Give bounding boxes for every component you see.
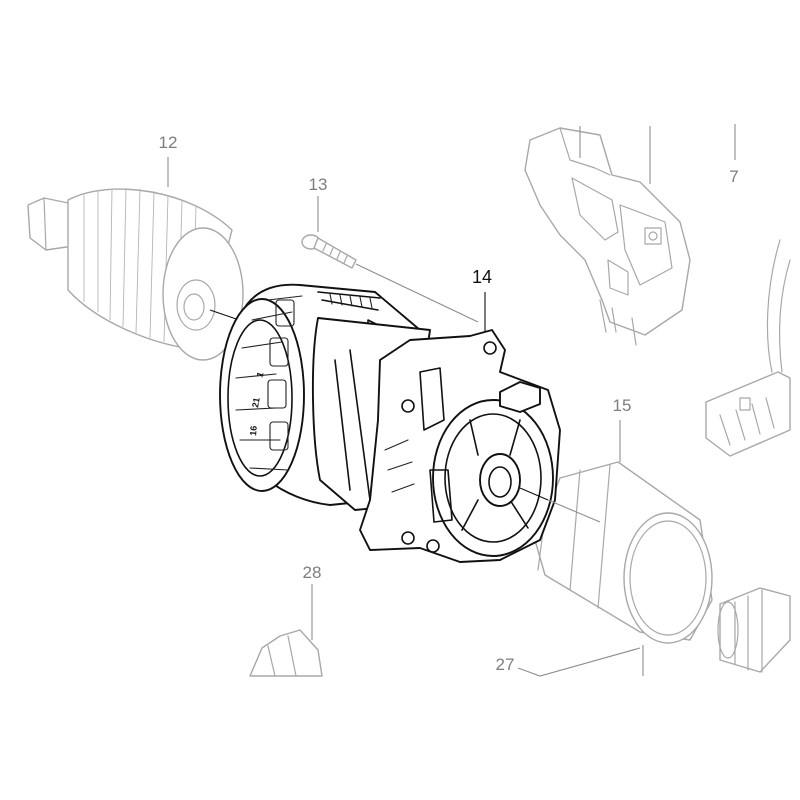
part-27-label: 27 — [496, 655, 515, 674]
clutch-scale-1: 1 — [254, 371, 265, 379]
part-13-screw[interactable]: 13 — [301, 175, 357, 269]
part-14-gear-assembly[interactable]: 1 21 16 — [219, 267, 601, 563]
part-27-brush-holder[interactable]: 27 — [496, 645, 644, 677]
part-12-label: 12 — [159, 133, 178, 152]
part-15-motor-housing[interactable]: 15 — [534, 396, 791, 673]
clutch-scale-2: 21 — [250, 397, 262, 409]
clutch-scale-3: 16 — [248, 425, 259, 436]
part-7-switch[interactable]: 7 — [524, 124, 791, 457]
part-13-label: 13 — [309, 175, 328, 194]
part-7-label: 7 — [729, 167, 738, 186]
part-15-label: 15 — [613, 396, 632, 415]
part-12-chuck[interactable]: 12 — [27, 133, 244, 361]
part-14-label: 14 — [472, 267, 492, 287]
part-28-label: 28 — [303, 563, 322, 582]
part-28-speed-lever[interactable]: 28 — [249, 563, 323, 677]
